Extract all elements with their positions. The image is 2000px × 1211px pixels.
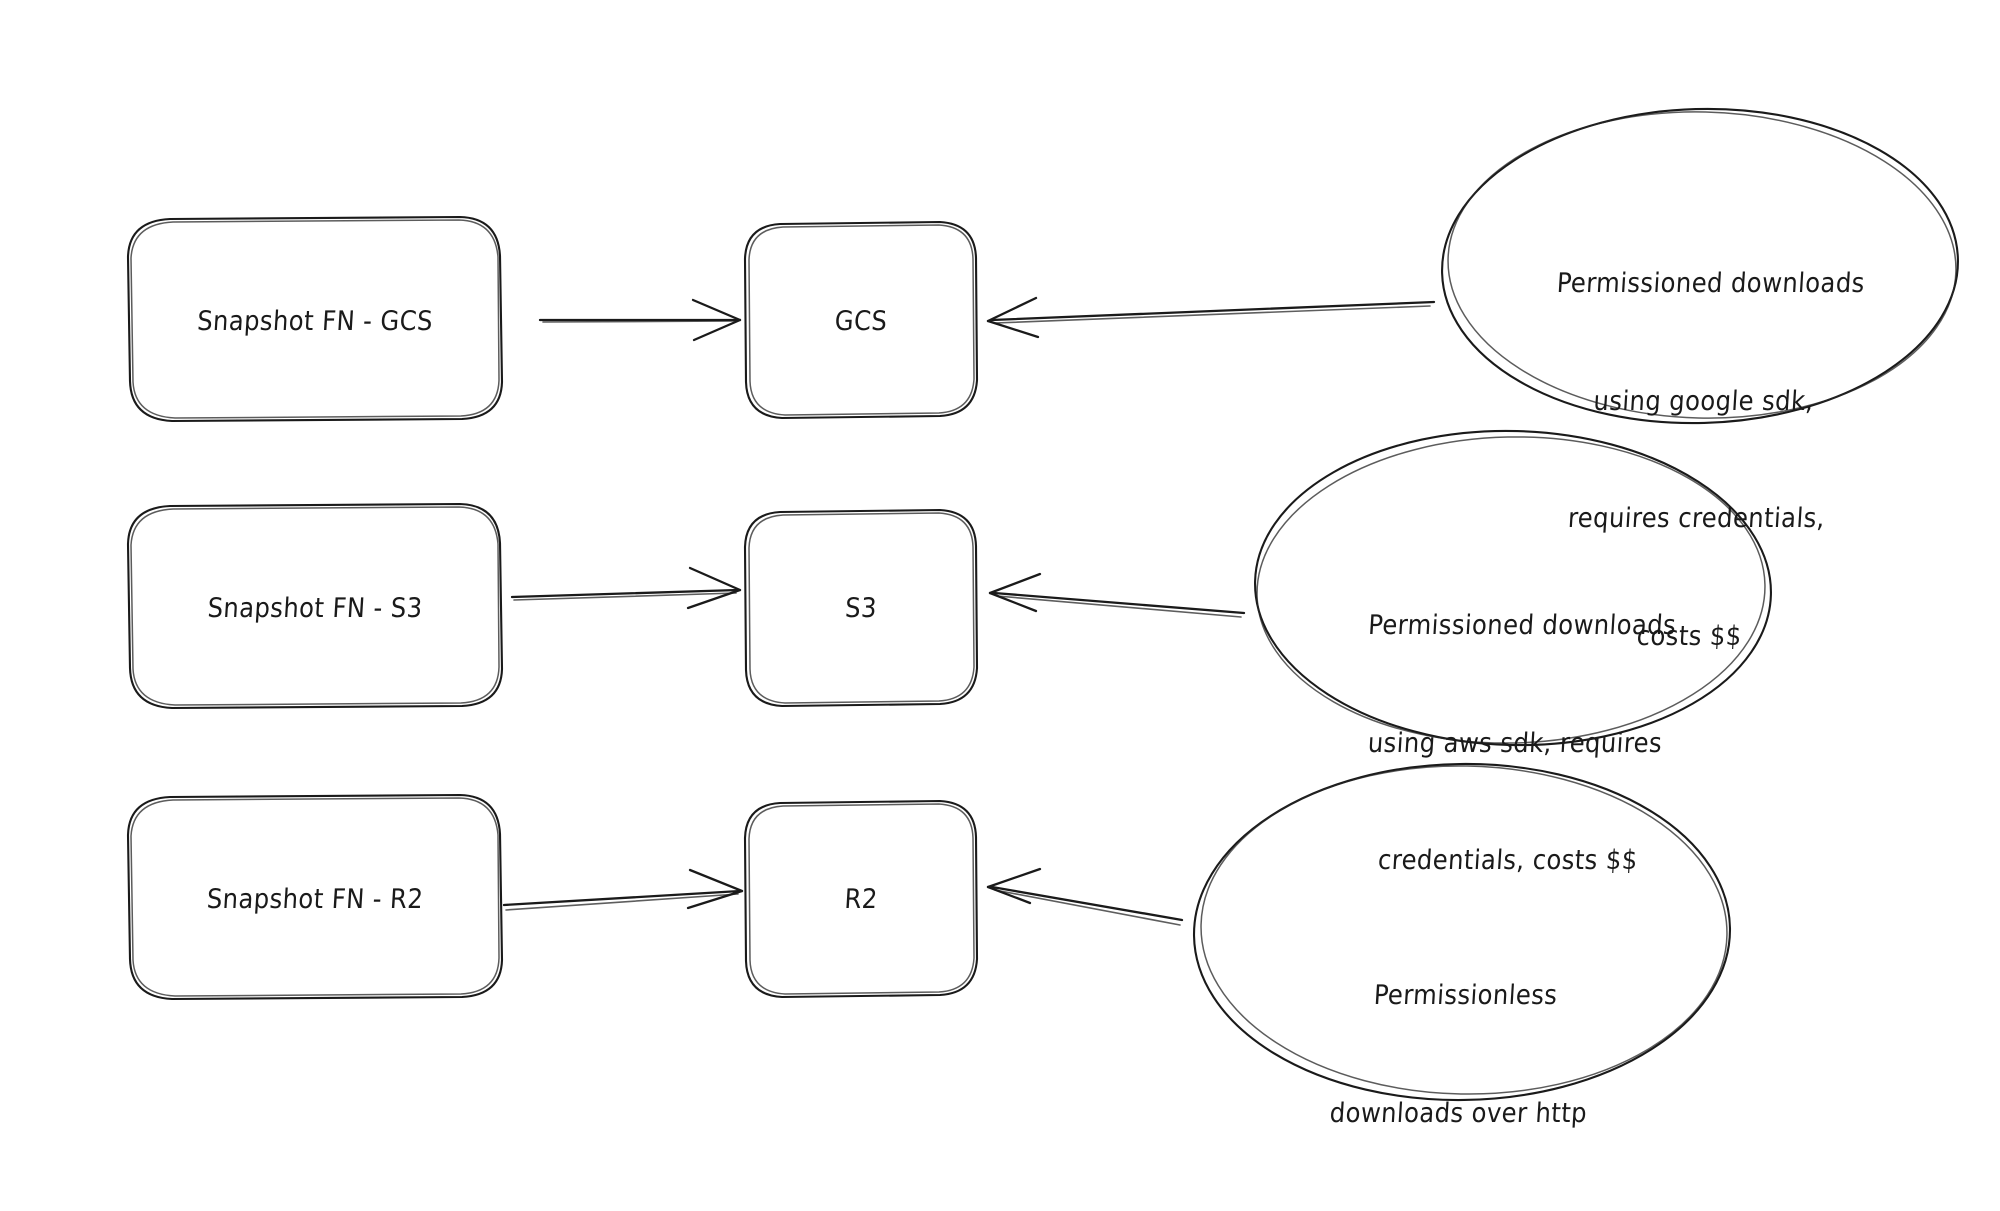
- node-snapshot-fn-gcs[interactable]: [126, 215, 504, 423]
- node-label-s3: S3: [844, 593, 878, 624]
- note-line: downloads over http: [1328, 1097, 1588, 1129]
- note-line: using aws sdk, requires: [1366, 727, 1664, 759]
- arrow-snapshot-r2-to-r2: [502, 868, 744, 911]
- note-ellipse-s3: [1254, 429, 1772, 747]
- diagram-strokes: [126, 107, 1959, 1102]
- note-line: using google sdk,: [1592, 385, 1815, 417]
- node-snapshot-fn-r2[interactable]: [126, 793, 504, 1001]
- note-line: credentials, costs $$: [1377, 845, 1639, 877]
- arrow-snapshot-s3-to-s3: [510, 566, 742, 610]
- note-label-s3: Permissioned downloads using aws sdk, re…: [1272, 528, 1758, 959]
- diagram-canvas: Snapshot FN - GCS GCS Permissioned downl…: [126, 107, 1959, 1129]
- node-gcs[interactable]: [743, 220, 979, 420]
- arrow-note-gcs-to-gcs: [986, 296, 1436, 339]
- note-ellipse-gcs: [1441, 107, 1959, 425]
- note-line: Permissioned downloads: [1367, 610, 1678, 642]
- node-label-r2: R2: [843, 884, 879, 915]
- node-label-snapshot-fn-r2: Snapshot FN - R2: [205, 884, 425, 915]
- arrow-snapshot-gcs-to-gcs: [538, 298, 742, 342]
- note-line: Permissioned downloads: [1555, 268, 1866, 300]
- node-label-gcs: GCS: [833, 306, 889, 337]
- node-r2[interactable]: [743, 799, 979, 999]
- node-snapshot-fn-s3[interactable]: [126, 502, 504, 710]
- node-label-snapshot-fn-s3: Snapshot FN - S3: [206, 593, 424, 624]
- note-ellipse-r2: [1192, 762, 1732, 1102]
- note-label-r2: Permissionless downloads over http: [1222, 898, 1701, 1211]
- arrow-note-s3-to-s3: [988, 572, 1246, 618]
- node-label-snapshot-fn-gcs: Snapshot FN - GCS: [196, 306, 434, 337]
- note-line: Permissionless: [1372, 980, 1559, 1012]
- arrow-note-r2-to-r2: [986, 867, 1184, 926]
- node-s3[interactable]: [743, 508, 979, 708]
